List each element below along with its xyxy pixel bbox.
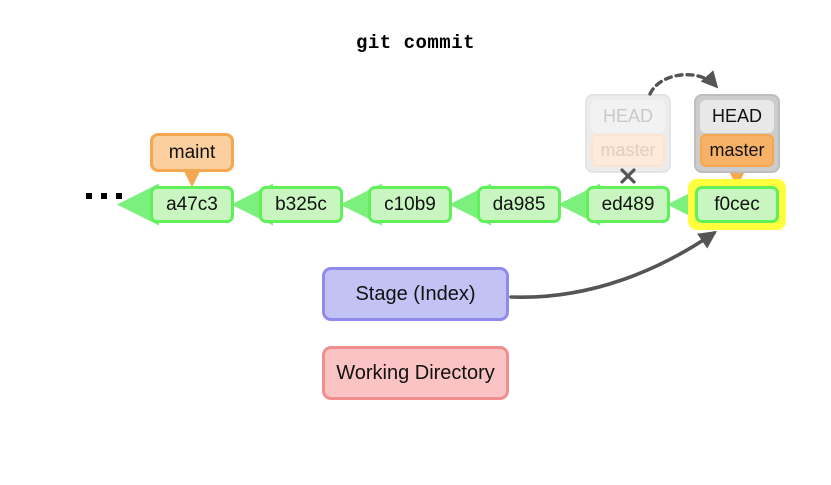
commit-node-a47c3[interactable]: a47c3: [150, 186, 234, 223]
ellipsis-dot: [101, 193, 107, 199]
commit-node-b325c[interactable]: b325c: [259, 186, 343, 223]
commit-node-f0cec[interactable]: f0cec: [695, 186, 779, 223]
ellipsis-dot: [86, 193, 92, 199]
ellipsis-dot: [116, 193, 122, 199]
ref-stack-head-master-old: HEAD master: [585, 94, 671, 173]
commit-node-da985[interactable]: da985: [477, 186, 561, 223]
working-directory-box[interactable]: Working Directory: [322, 346, 509, 400]
branch-label-master-old: master: [591, 134, 665, 167]
page-title: git commit: [355, 32, 476, 54]
head-move-dashed-arrow: [648, 70, 719, 96]
stage-to-commit-arrow: [509, 230, 717, 299]
ref-stack-head-master-current[interactable]: HEAD master: [694, 94, 780, 173]
history-ellipsis: [86, 193, 122, 199]
head-label-current: HEAD: [700, 100, 774, 133]
head-label-old: HEAD: [591, 100, 665, 133]
commit-node-ed489[interactable]: ed489: [586, 186, 670, 223]
commit-node-c10b9[interactable]: c10b9: [368, 186, 452, 223]
branch-label-maint[interactable]: maint: [150, 133, 234, 172]
branch-label-master-current: master: [700, 134, 774, 167]
stage-index-box[interactable]: Stage (Index): [322, 267, 509, 321]
